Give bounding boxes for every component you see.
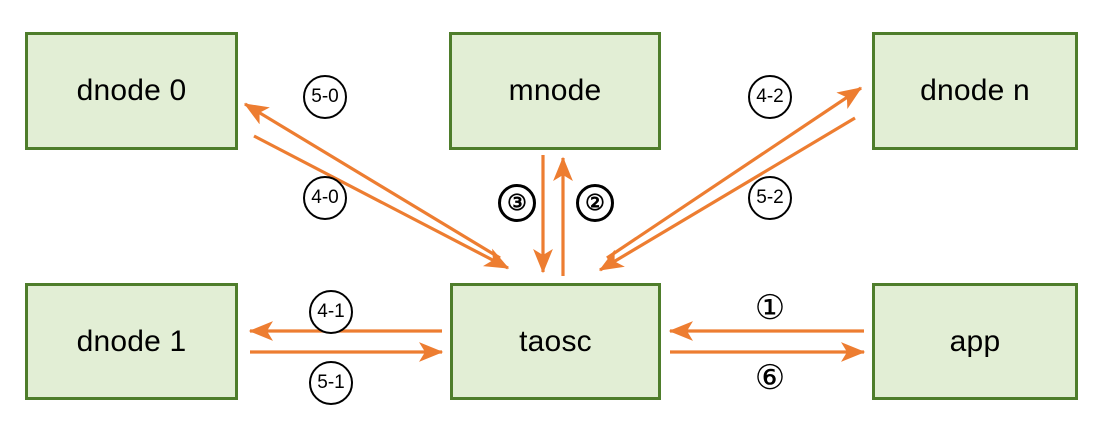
node-label: taosc	[519, 324, 592, 358]
edge-badge-label: 5-2	[756, 187, 784, 208]
edge-5-0	[243, 102, 501, 260]
node-label: app	[949, 324, 1001, 358]
edge-badge-label: 4-0	[311, 187, 339, 208]
edge-badge-4-0: 4-0	[303, 176, 347, 220]
edge-badge-1: ①	[753, 289, 787, 327]
edge-badge-6: ⑥	[753, 359, 787, 397]
edge-badge-label: 5-1	[317, 372, 345, 393]
edge-badge-label: ③	[507, 190, 527, 215]
node-dnode-0: dnode 0	[25, 32, 238, 150]
edge-badge-label: 4-2	[756, 86, 784, 107]
edge-badge-5-1: 5-1	[309, 361, 353, 405]
edge-badge-4-2: 4-2	[748, 75, 792, 119]
node-dnode-1: dnode 1	[25, 283, 238, 400]
node-mnode: mnode	[449, 32, 661, 150]
edge-badge-label: ⑥	[754, 359, 786, 397]
edge-4-0	[253, 134, 510, 270]
edge-badge-2: ②	[576, 184, 614, 222]
edge-badge-5-0: 5-0	[303, 75, 347, 119]
edge-badge-3: ③	[498, 184, 536, 222]
node-dnode-n: dnode n	[872, 32, 1078, 150]
edge-badge-label: ②	[585, 190, 605, 215]
node-label: dnode 0	[76, 74, 187, 107]
node-label: dnode n	[920, 74, 1030, 107]
edge-badge-label: ①	[754, 289, 786, 327]
edge-5-2	[598, 116, 856, 272]
node-label: mnode	[508, 74, 602, 107]
edge-badge-5-2: 5-2	[748, 176, 792, 220]
edge-badge-label: 4-1	[317, 301, 345, 322]
edge-badge-label: 5-0	[311, 86, 339, 107]
edge-badge-4-1: 4-1	[309, 290, 353, 334]
node-app: app	[872, 283, 1078, 400]
node-taosc: taosc	[450, 283, 661, 400]
edge-4-2	[606, 86, 863, 260]
node-label: dnode 1	[76, 324, 187, 358]
